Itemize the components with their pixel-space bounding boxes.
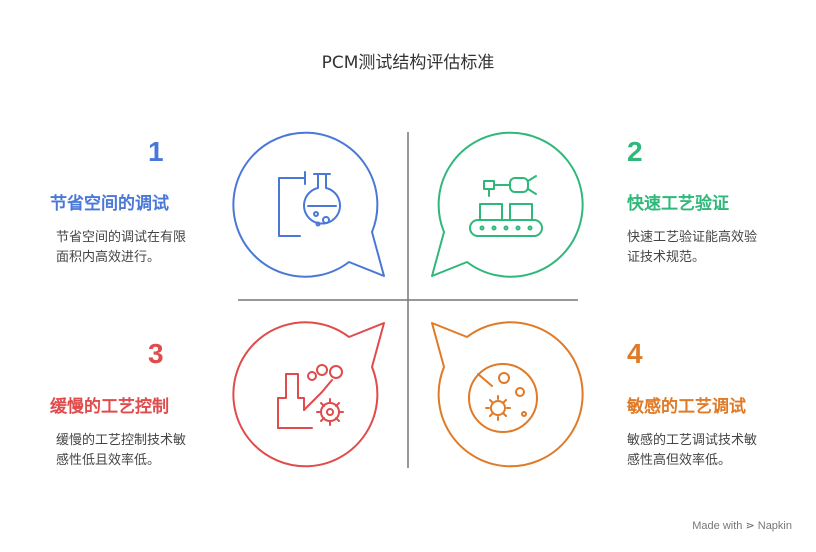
virus-cell-icon [468, 363, 538, 433]
flask-icon [278, 171, 341, 237]
quadrant-4-heading: 敏感的工艺调试 [627, 397, 746, 417]
quadrant-1-number: 1 [148, 136, 164, 167]
credit-brand: Napkin [757, 520, 792, 532]
quadrant-4-description: 敏感的工艺调试技术敏感性高但效率低。 [627, 433, 758, 468]
made-with-napkin-credit: Made with ⋗ Napkin [692, 519, 792, 532]
quadrant-3-bubble [232, 321, 385, 468]
quadrant-3-heading: 缓慢的工艺控制 [50, 397, 169, 417]
credit-made-with: Made with [692, 520, 743, 532]
factory-gear-icon [277, 364, 344, 429]
quadrant-4-number: 4 [627, 338, 643, 369]
quadrant-1-heading: 节省空间的调试 [50, 194, 169, 214]
quadrant-4-bubble [431, 321, 584, 468]
quadrant-2-heading: 快速工艺验证 [627, 194, 729, 214]
quadrant-3-description: 缓慢的工艺控制技术敏感性低且效率低。 [56, 433, 187, 468]
quadrant-2-number: 2 [627, 136, 643, 167]
quadrant-2-bubble [431, 131, 584, 278]
quadrant-2-description: 快速工艺验证能高效验证技术规范。 [627, 230, 758, 265]
quadrant-1-bubble [232, 131, 385, 278]
quadrant-1-description: 节省空间的调试在有限面积内高效进行。 [56, 230, 187, 265]
conveyor-robot-icon [469, 175, 543, 237]
page-title: PCM测试结构评估标准 [321, 53, 495, 73]
quadrant-3-number: 3 [148, 338, 164, 369]
napkin-logo-icon: ⋗ [745, 520, 755, 532]
